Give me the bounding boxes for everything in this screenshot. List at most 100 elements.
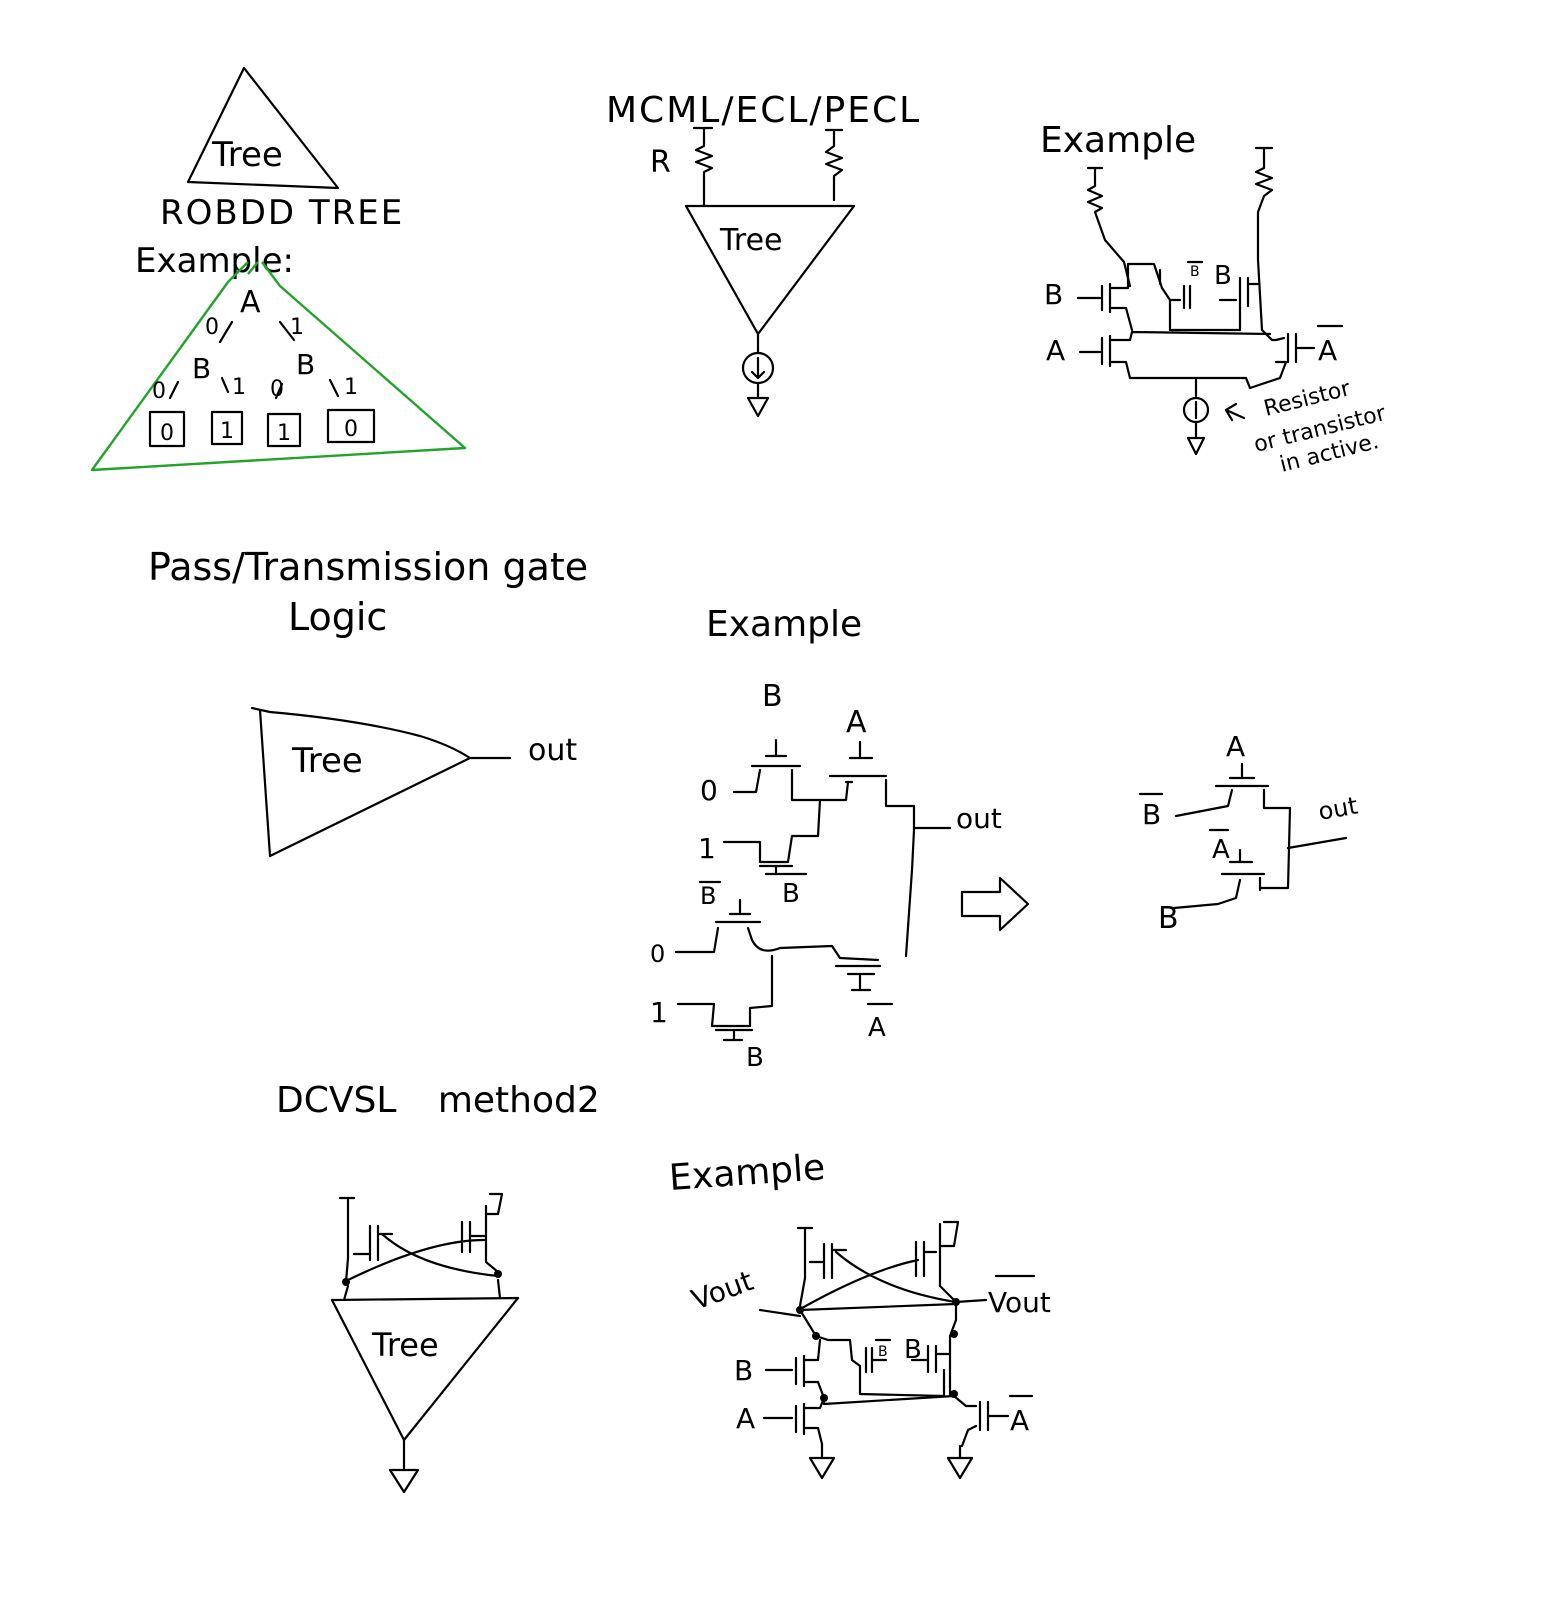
pass-red-nb-in: B — [1142, 798, 1161, 831]
mcml-ex-in-na: A — [1318, 334, 1337, 367]
dcvsl-example-section: Example Vout Vout B B B A A — [668, 1147, 1051, 1480]
dcvsl-ex-vout-left: Vout — [687, 1264, 757, 1317]
dcvsl-ex-vout-wires — [758, 1298, 988, 1318]
tree-triangle-up — [186, 66, 340, 190]
robdd-leaf-2: 1 — [277, 421, 291, 446]
node-dot — [812, 1332, 820, 1340]
dcvsl-section: DCVSL method2 Tree — [276, 1080, 600, 1494]
robdd-leaf-0: 0 — [160, 421, 174, 446]
mcml-example-title: Example — [1040, 120, 1196, 161]
mcml-ex-transistor-a — [1078, 330, 1272, 390]
dcvsl-cross-coupled-pair — [338, 1192, 504, 1284]
robdd-root-a: A — [240, 285, 261, 320]
pass-ex-b-gate-label: B — [746, 1043, 764, 1073]
leaf-box — [326, 408, 376, 444]
pass-example-section: Example B A 0 1 B out B 0 1 B A — [650, 604, 1030, 1073]
pass-logic-section: Pass/Transmission gate Logic Tree out — [148, 545, 588, 858]
mcml-title: MCML/ECL/PECL — [606, 90, 921, 131]
robdd-edge-a0: 0 — [205, 315, 219, 340]
current-source-arrow — [750, 356, 766, 380]
dcvsl-example-title: Example — [668, 1147, 827, 1199]
pass-ex-in-1a: 1 — [698, 832, 716, 865]
pass-red-a-top: A — [1226, 730, 1245, 763]
node-dot — [950, 1330, 958, 1338]
robdd-tree-label: Tree — [211, 135, 283, 175]
node-dot — [494, 1270, 502, 1278]
mcml-ex-in-b: B — [1044, 278, 1063, 311]
pass-reduced-section: A B out A B — [1138, 730, 1360, 936]
robdd-branch-lines-b — [168, 376, 340, 400]
robdd-leaf-1: 1 — [220, 419, 234, 444]
dcvsl-tree-triangle — [330, 1278, 520, 1442]
ground-icon — [808, 1442, 836, 1480]
node-dot — [342, 1278, 350, 1286]
pass-ex-na-transistor — [834, 964, 882, 992]
robdd-example-label: Example: — [135, 241, 294, 281]
mcml-resistor-right — [824, 128, 844, 202]
mcml-ex-inner-pair — [1158, 268, 1260, 332]
pass-ex-in-1b: 1 — [650, 996, 668, 1029]
mcml-ex-resistor-right — [1254, 146, 1274, 332]
robdd-edge-br0: 0 — [270, 377, 284, 402]
leaf-box — [266, 412, 302, 448]
dcvsl-ex-in-b2: B — [904, 1335, 922, 1365]
pass-tree-shape — [250, 706, 512, 858]
implies-arrow-icon — [960, 876, 1030, 932]
mcml-ex-in-b2: B — [1214, 261, 1232, 291]
dcvsl-ex-vout-right: Vout — [988, 1286, 1051, 1319]
pass-example-title: Example — [706, 604, 862, 645]
pass-red-upper-transistor — [1174, 762, 1348, 890]
pass-red-lower-transistor — [1172, 848, 1266, 910]
mcml-ex-transistor-na — [1248, 328, 1316, 390]
pass-out-label: out — [528, 733, 577, 768]
pass-ex-out: out — [956, 802, 1002, 835]
ground-icon — [1186, 420, 1206, 456]
pass-ex-upper-mux — [722, 738, 850, 864]
node-dot — [952, 1298, 960, 1306]
dcvsl-ex-in-nb: B — [878, 1344, 888, 1360]
robdd-edge-bl0: 0 — [152, 379, 166, 404]
dcvsl-tree-label: Tree — [371, 1326, 439, 1364]
robdd-edge-br1: 1 — [344, 375, 358, 400]
pass-title: Pass/Transmission gate — [148, 545, 588, 589]
pass-ex-nb-top: B — [700, 882, 716, 910]
leaf-box — [210, 410, 244, 446]
robdd-edge-a1: 1 — [290, 315, 304, 340]
ground-icon — [388, 1438, 420, 1494]
mcml-ex-in-nb: B — [1190, 264, 1200, 280]
pass-ex-b-top: B — [762, 679, 783, 714]
robdd-leaf-boxes: 0 1 1 0 — [148, 408, 376, 448]
mcml-example-section: Example B B B A A Resistor or transistor… — [1040, 120, 1389, 478]
dcvsl-ex-in-a: A — [736, 1402, 755, 1435]
pass-ex-b-gate-lines — [714, 1028, 754, 1042]
robdd-leaf-3: 0 — [344, 417, 358, 442]
dcvsl-ex-transistor-a — [762, 1394, 956, 1446]
dcvsl-ex-in-b: B — [734, 1354, 753, 1387]
ground-icon — [746, 381, 770, 418]
leaf-box — [148, 410, 186, 448]
dcvsl-ex-in-na: A — [1010, 1404, 1029, 1437]
mcml-ex-in-a: A — [1046, 334, 1065, 367]
mcml-resistor-left — [692, 126, 714, 207]
robdd-edge-bl1: 1 — [232, 375, 246, 400]
pass-ex-na-gate-label: A — [868, 1013, 886, 1043]
pass-ex-lower-mux — [674, 898, 880, 1028]
mcml-resistor-label: R — [650, 145, 671, 180]
dcvsl-ex-transistor-b — [764, 1338, 826, 1400]
dcvsl-title: DCVSL method2 — [276, 1080, 600, 1121]
pass-ex-in-0a: 0 — [700, 774, 718, 807]
mcml-tree-triangle — [684, 204, 856, 336]
robdd-section: Tree ROBDD TREE Example: A 0 1 B B 0 1 0… — [90, 66, 467, 472]
pass-tree-label: Tree — [291, 741, 363, 781]
mcml-section: MCML/ECL/PECL R Tree — [606, 90, 921, 418]
mcml-tree-label: Tree — [719, 223, 783, 258]
pointer-arrow-icon — [1224, 402, 1246, 422]
robdd-node-b-right: B — [296, 348, 315, 381]
robdd-title: ROBDD TREE — [160, 193, 404, 233]
node-dot — [950, 1390, 958, 1398]
pass-red-b-in: B — [1158, 901, 1179, 936]
robdd-branch-lines-a — [218, 320, 296, 344]
pass-ex-in-0b: 0 — [650, 940, 665, 968]
mcml-ex-transistor-b — [1076, 262, 1172, 332]
